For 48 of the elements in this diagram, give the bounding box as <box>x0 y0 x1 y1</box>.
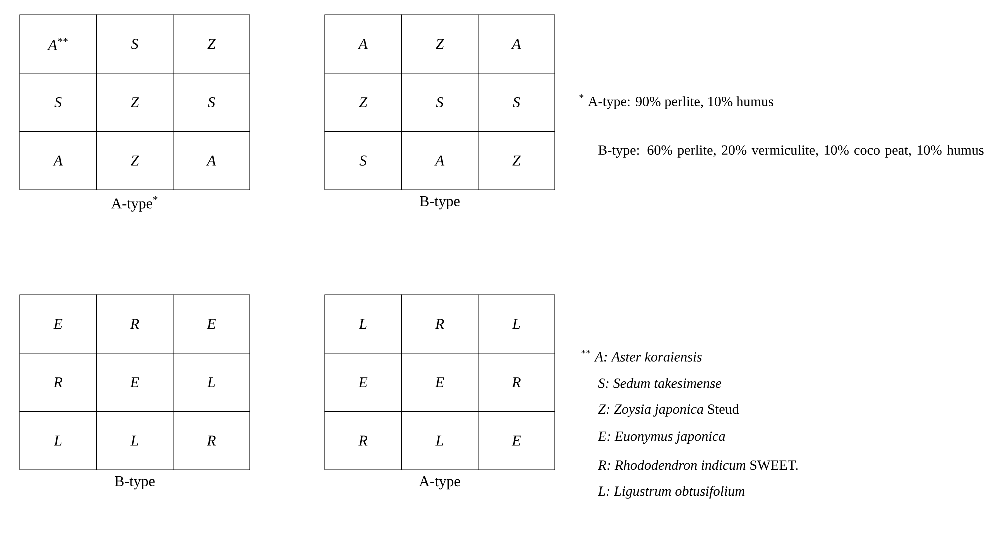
table-cell: L <box>324 294 402 354</box>
table-cell: S <box>401 73 479 132</box>
table-cell: E <box>173 294 250 354</box>
table-cell: S <box>173 73 250 132</box>
table-cell: Z <box>173 14 250 74</box>
table-cell: R <box>478 353 556 412</box>
table-cell: R <box>173 411 250 470</box>
table-caption: A-type <box>419 476 460 490</box>
species-key: Z: Zoysia japonica Steud <box>598 404 740 417</box>
species-key: E: Euonymus japonica <box>598 432 726 444</box>
footnote: B-type: 60% perlite, 20% vermiculite, 10% coco peat, 10% humus <box>598 145 984 158</box>
table-caption: A-type$^{*}$ <box>111 196 158 212</box>
table-cell: Z <box>324 73 402 132</box>
footnote: $^{*}$ A-type: 90% perlite, 10% humus <box>580 94 774 110</box>
table-cell: Z <box>401 14 479 74</box>
table-cell: A$^{**}$ <box>20 14 97 74</box>
table-cell: L <box>96 411 174 470</box>
table-cell: S <box>478 73 556 132</box>
table-cell: R <box>96 294 174 354</box>
table-cell: L <box>478 294 556 354</box>
table-cell: S <box>96 14 174 74</box>
table-cell: L <box>401 411 479 470</box>
table-cell: S <box>20 73 97 132</box>
table-caption: B-type <box>420 196 460 210</box>
table-cell: R <box>401 294 479 354</box>
table-cell: R <box>20 353 97 412</box>
table-cell: A <box>20 131 97 190</box>
table-cell: E <box>401 353 479 412</box>
table-cell: E <box>324 353 402 412</box>
species-key: S: Sedum takesimense <box>598 378 722 388</box>
table-cell: E <box>478 411 556 470</box>
table-cell: A <box>173 131 250 190</box>
species-key: L: Ligustrum obtusifolium <box>598 486 745 499</box>
table-cell: Z <box>96 73 174 132</box>
table-cell: Z <box>96 131 174 190</box>
table-cell: E <box>20 294 97 354</box>
table-cell: E <box>96 353 174 412</box>
table-cell: S <box>324 131 402 190</box>
table-caption: B-type <box>115 476 155 490</box>
table-cell: A <box>401 131 479 190</box>
table-cell: L <box>173 353 250 412</box>
table-cell: R <box>324 411 402 470</box>
table-cell: A <box>324 14 402 74</box>
species-key: R: Rhododendron indicum SWEET. <box>598 460 798 470</box>
table-cell: L <box>20 411 97 470</box>
species-key: $^{**}$ A: Aster koraiensis <box>582 350 702 362</box>
table-cell: Z <box>478 131 556 190</box>
table-cell: A <box>478 14 556 74</box>
